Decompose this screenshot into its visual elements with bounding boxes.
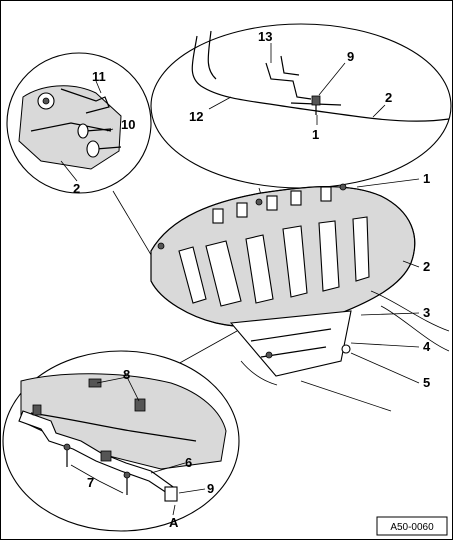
bottom-detail-ellipse [2, 350, 240, 532]
callout-13: 13 [258, 29, 272, 44]
left-detail-circle [6, 52, 152, 194]
car-body-lines [240, 290, 450, 412]
reference-code: A50-0060 [390, 522, 434, 533]
callout-5: 5 [423, 375, 430, 390]
leader-1-right [356, 178, 420, 188]
underbody-panel [150, 183, 416, 377]
leader-5 [350, 352, 420, 384]
reference-code-box [376, 516, 448, 536]
callout-1-top: 1 [312, 127, 319, 142]
callout-A: A [169, 515, 179, 530]
callout-7: 7 [87, 475, 94, 490]
callout-2-left: 2 [73, 181, 80, 196]
callout-4: 4 [423, 339, 431, 354]
callout-9-bottom: 9 [207, 481, 214, 496]
top-detail-ellipse [150, 23, 452, 189]
callout-10: 10 [121, 117, 135, 132]
callout-9-top: 9 [347, 49, 354, 64]
callout-8: 8 [123, 367, 130, 382]
callout-3: 3 [423, 305, 430, 320]
leader-2-right [402, 260, 420, 268]
callout-2-top: 2 [385, 90, 392, 105]
callout-11: 11 [92, 69, 106, 84]
leader-3 [360, 312, 420, 316]
callout-2-right: 2 [423, 259, 430, 274]
callout-1-right: 1 [423, 171, 430, 186]
callout-6: 6 [185, 455, 192, 470]
callout-12: 12 [189, 109, 203, 124]
leader-4 [350, 342, 420, 348]
